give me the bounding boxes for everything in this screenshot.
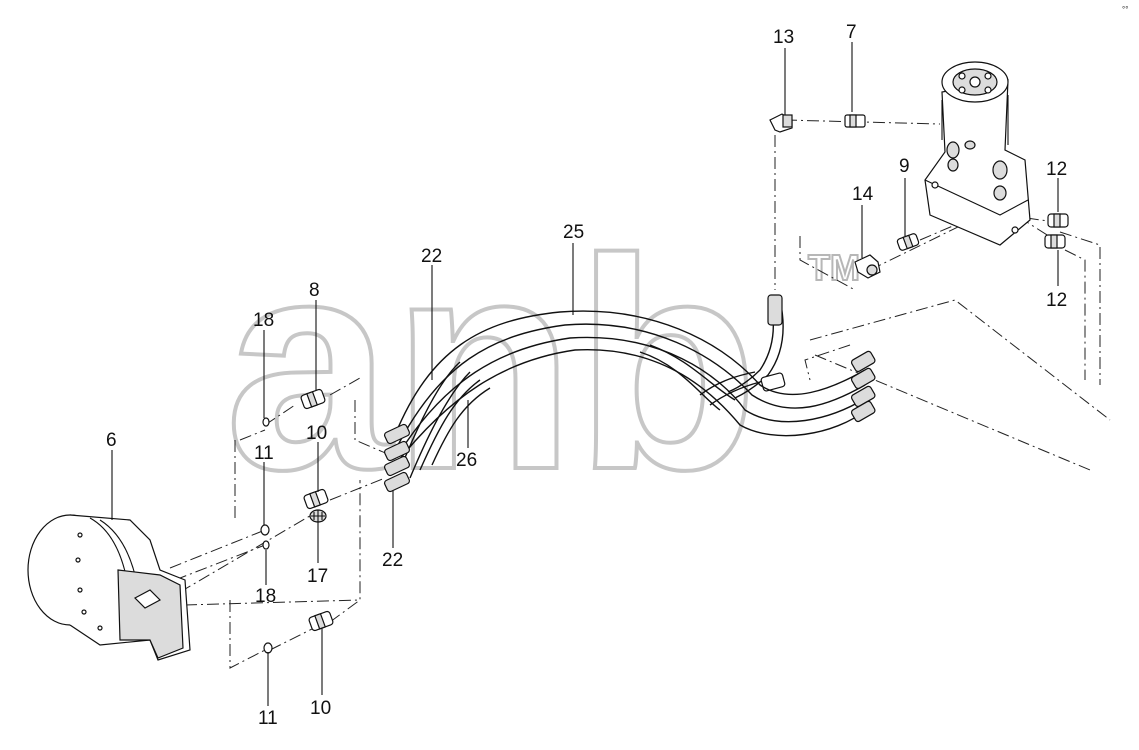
callout-8: 8 — [309, 280, 320, 301]
callout-22-lower: 22 — [382, 550, 403, 571]
fitting-13-elbow — [769, 113, 793, 133]
callout-7: 7 — [846, 22, 857, 43]
callout-11-upper: 11 — [254, 443, 274, 464]
callout-18-lower: 18 — [255, 586, 276, 607]
fitting-9-adapter — [896, 233, 920, 251]
callout-10-lower: 10 — [310, 698, 331, 719]
o-rings — [260, 417, 273, 654]
callout-6: 6 — [106, 430, 117, 451]
callout-13: 13 — [773, 27, 794, 48]
callout-10-upper: 10 — [306, 423, 327, 444]
callout-12-upper: 12 — [1046, 159, 1067, 180]
leader-lines — [111, 42, 1059, 706]
callout-11-lower: 11 — [258, 708, 278, 729]
fitting-8 — [300, 388, 326, 410]
hose-ends-left — [383, 423, 411, 493]
fitting-10-lower — [308, 610, 334, 632]
hose-ends-right — [850, 350, 876, 423]
hose-bundle — [394, 310, 867, 479]
callouts: 13 7 9 14 12 12 25 22 8 18 6 10 11 26 17… — [106, 22, 1067, 729]
callout-17: 17 — [307, 566, 328, 587]
callout-25: 25 — [563, 222, 584, 243]
swivel-joint — [924, 61, 1031, 246]
watermark-trademark: TM — [808, 247, 860, 288]
callout-14: 14 — [852, 184, 874, 205]
travel-motor — [27, 514, 191, 661]
fitting-7-adapter — [844, 114, 866, 128]
hose-vertical — [727, 294, 786, 399]
fitting-17 — [309, 509, 327, 523]
fitting-12-upper — [1047, 213, 1069, 228]
callout-12-lower: 12 — [1046, 290, 1067, 311]
watermark-text: anb — [225, 196, 758, 532]
callout-18-upper: 18 — [253, 310, 274, 331]
fitting-12-lower — [1044, 234, 1066, 249]
callout-9: 9 — [899, 156, 910, 177]
fitting-10-upper — [303, 488, 329, 510]
callout-26: 26 — [456, 450, 477, 471]
callout-22-upper: 22 — [421, 246, 442, 267]
watermark-logo: anb TM — [223, 194, 861, 534]
corner-mark: °° — [1122, 5, 1128, 14]
fitting-14-elbow — [854, 254, 881, 279]
